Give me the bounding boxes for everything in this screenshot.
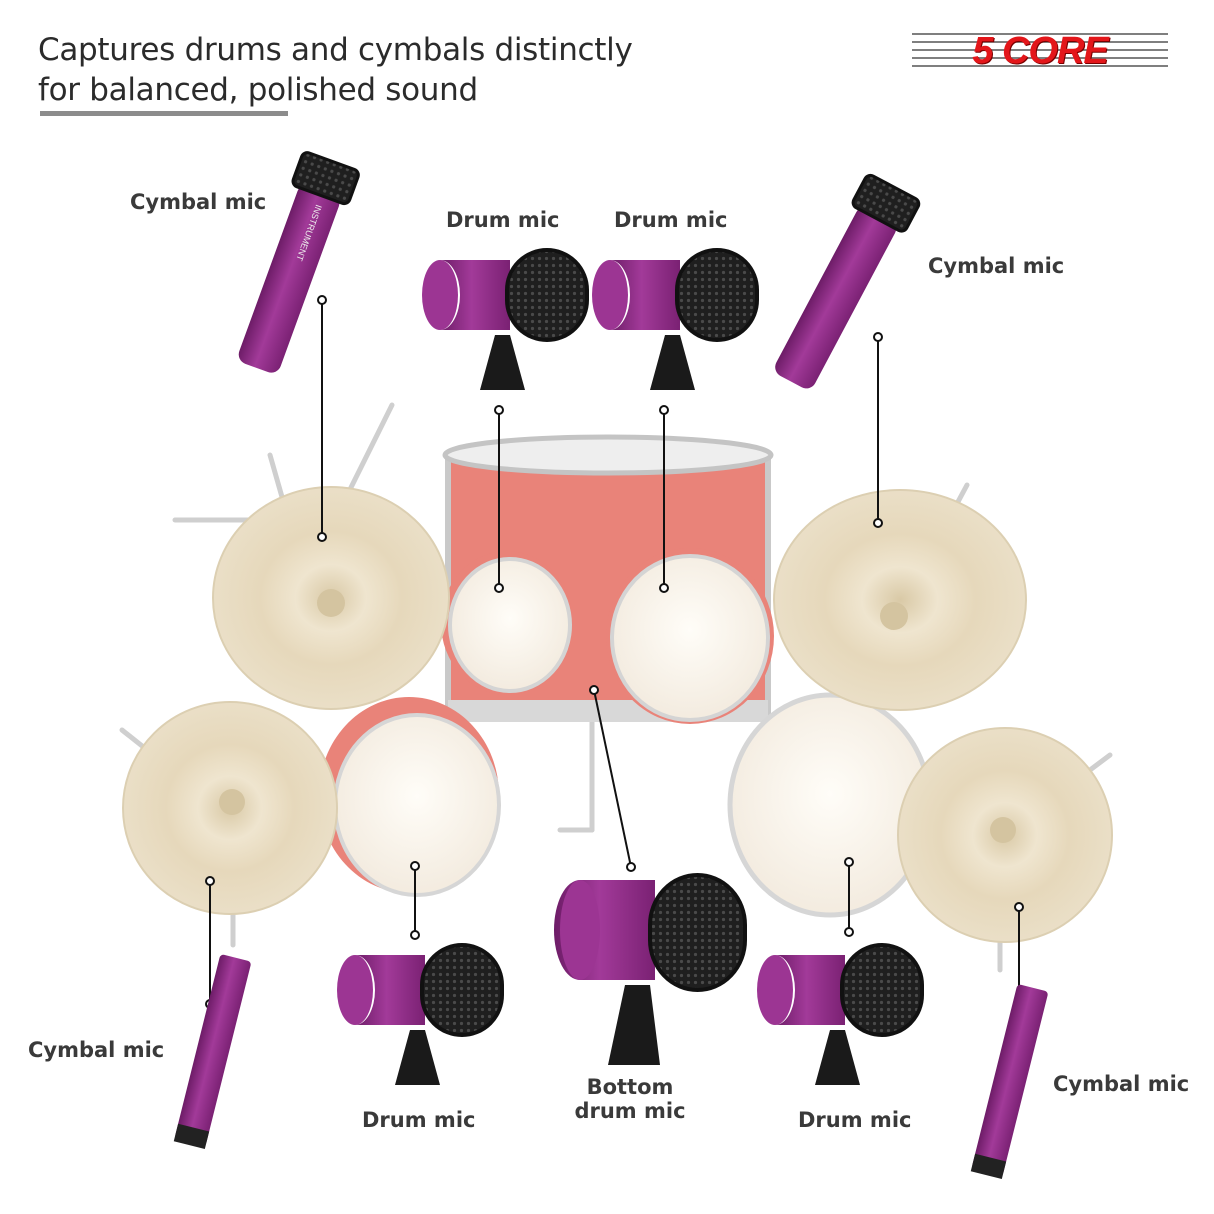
label-bottom-drum-mic-line1: Bottom: [586, 1075, 674, 1099]
headline-line-2: for balanced, polished sound: [38, 72, 478, 108]
logo-text: 5 CORE: [972, 30, 1108, 72]
cymbal-mic-bottom-left: [173, 954, 251, 1149]
label-cymbal-mic-bottom-left: Cymbal mic: [28, 1038, 165, 1062]
cymbal-mic-bottom-right: [970, 984, 1048, 1179]
headline: Captures drums and cymbals distinctly fo…: [38, 30, 678, 110]
label-cymbal-mic-top-left: Cymbal mic: [130, 190, 267, 214]
headline-underline: [40, 111, 288, 116]
label-drum-mic-top-2: Drum mic: [614, 208, 728, 232]
bottom-drum-mic: [554, 873, 747, 1065]
cymbals: [122, 486, 1113, 943]
leader-lines: [205, 295, 1024, 1033]
label-bottom-drum-mic-line2: drum mic: [574, 1099, 686, 1123]
drums: [319, 548, 933, 918]
cymbal-mic-top-right: [775, 173, 921, 389]
drum-mic-top-1: [422, 248, 589, 390]
drum-mic-bottom-right: [757, 943, 924, 1085]
logo-staff-lines: [912, 33, 1168, 67]
label-cymbal-mic-top-right: Cymbal mic: [928, 254, 1065, 278]
label-drum-mic-top-1: Drum mic: [446, 208, 560, 232]
label-bottom-drum-mic: Bottom drum mic: [570, 1075, 690, 1123]
label-drum-mic-bottom-left: Drum mic: [362, 1108, 476, 1132]
brand-logo: 5 CORE: [912, 28, 1168, 74]
label-drum-mic-bottom-right: Drum mic: [798, 1108, 912, 1132]
drum-mic-bottom-left: [337, 943, 504, 1085]
drum-mic-top-2: [592, 248, 759, 390]
headline-line-1: Captures drums and cymbals distinctly: [38, 32, 633, 68]
label-cymbal-mic-bottom-right: Cymbal mic: [1053, 1072, 1190, 1096]
cymbal-mic-top-left: INSTRUMENT: [238, 151, 360, 373]
